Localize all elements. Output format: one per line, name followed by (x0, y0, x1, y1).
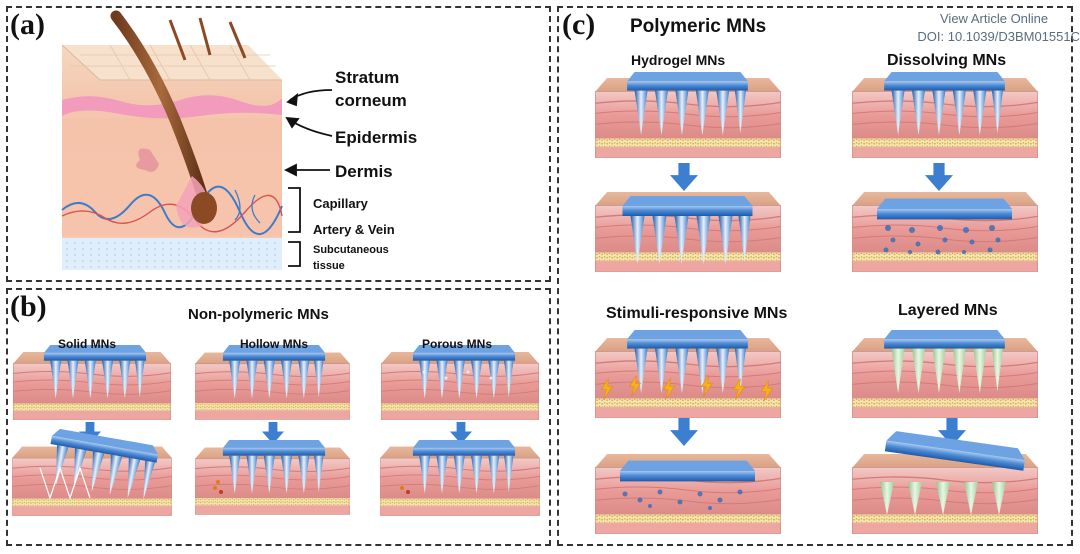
panel-c (557, 6, 1073, 546)
hydrogel-mns-label: Hydrogel MNs (631, 52, 726, 68)
stratum-corneum-label-1: Stratum (335, 68, 400, 87)
panel-b-label: (b) (10, 290, 47, 323)
artery-vein-label: Artery & Vein (313, 222, 395, 237)
annotation-arrows (283, 89, 333, 267)
capillary-label: Capillary (313, 196, 368, 211)
doi-text: DOI: 10.1039/D3BM01551C (917, 29, 1080, 44)
hollow-mn-scene (195, 345, 350, 516)
dissolving-mns-label: Dissolving MNs (887, 52, 1007, 69)
dermis-label: Dermis (335, 162, 393, 181)
layered-mn-scene (851, 330, 1039, 534)
porous-mns-label: Porous MNs (422, 337, 493, 351)
epidermis-label: Epidermis (335, 128, 418, 147)
stimuli-responsive-mns-label: Stimuli-responsive MNs (606, 305, 788, 322)
layered-mns-label: Layered MNs (898, 302, 998, 319)
polymeric-title: Polymeric MNs (630, 16, 767, 37)
panel-a (6, 6, 551, 282)
hollow-mns-label: Hollow MNs (240, 337, 308, 351)
porous-mn-scene (380, 345, 540, 516)
solid-mns-label: Solid MNs (58, 337, 117, 351)
non-polymeric-title: Non-polymeric MNs (188, 306, 329, 323)
view-article-link[interactable]: View Article Online (940, 11, 1049, 26)
panel-b (6, 288, 551, 546)
dissolving-mn-scene (851, 72, 1039, 272)
stimuli-responsive-mn-scene (594, 330, 782, 534)
stratum-corneum-label-2: corneum (335, 91, 407, 110)
subcutaneous-label-1: Subcutaneous (313, 244, 389, 256)
solid-mn-scene (12, 345, 172, 516)
hydrogel-mn-scene (594, 72, 782, 272)
panel-a-label: (a) (10, 8, 45, 41)
subcutaneous-label-2: tissue (313, 260, 345, 272)
skin-cross-section (61, 10, 283, 270)
panel-c-label: (c) (562, 8, 596, 41)
